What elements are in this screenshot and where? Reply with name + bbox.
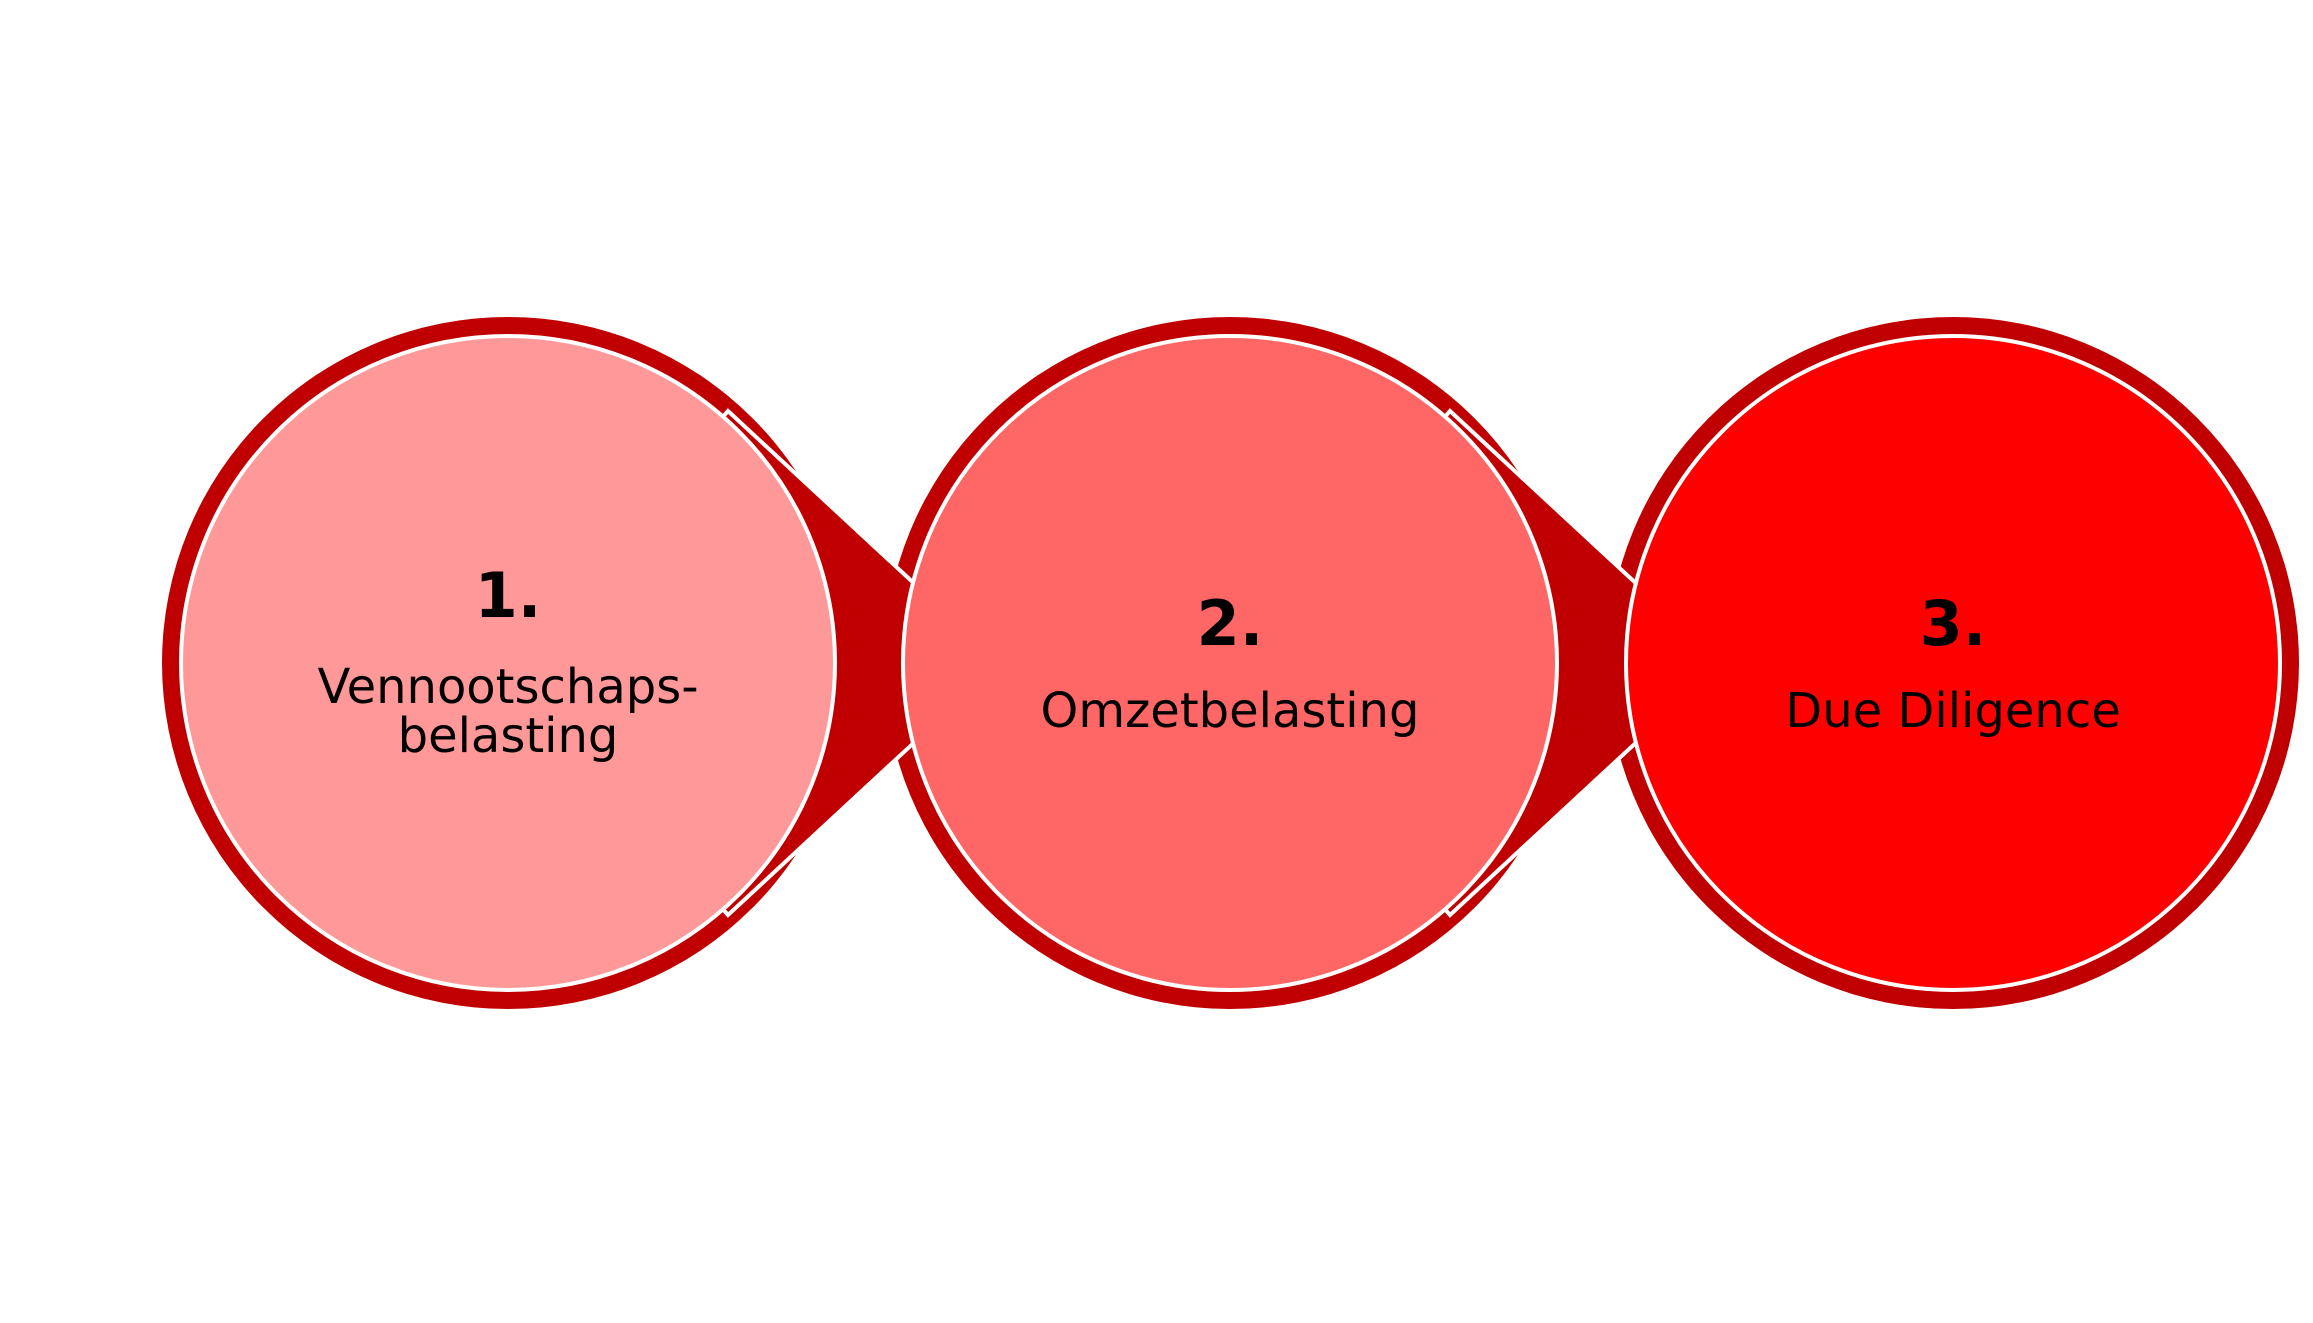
step-label-2-line-1: Omzetbelasting [1041,683,1420,739]
step-disc-2 [901,334,1559,992]
step-disc-3 [1624,334,2282,992]
step-label-1-line-1: Vennootschaps- [317,659,698,715]
step-label-3-line-1: Due Diligence [1785,683,2120,739]
step-number-2: 2. [1197,587,1264,660]
step-discs [179,334,2282,992]
step-number-1: 1. [475,559,542,632]
step-number-3: 3. [1920,587,1987,660]
step-disc-1 [179,334,837,992]
step-label-1-line-2: belasting [398,708,619,764]
step-labels: 1. Vennootschaps-belasting 2. Omzetbelastin… [317,559,2120,764]
